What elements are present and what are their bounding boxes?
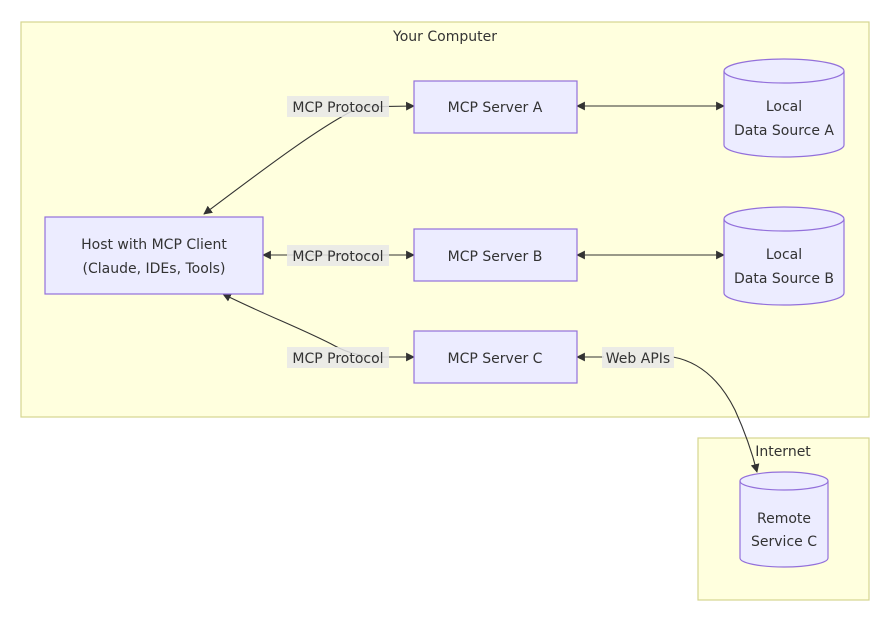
edge-label-host-server-c: MCP Protocol [292, 351, 383, 367]
node-remote-service-c-line1: Remote [757, 511, 811, 527]
node-data-source-b-line1: Local [766, 247, 802, 263]
node-server-a[interactable]: MCP Server A [413, 80, 578, 134]
node-host-label-line2: (Claude, IDEs, Tools) [83, 261, 226, 277]
node-remote-service-c[interactable]: Remote Service C [739, 471, 829, 568]
edge-label-bg [287, 347, 389, 368]
edge-label-host-server-a: MCP Protocol [292, 100, 383, 116]
node-host-label-line1: Host with MCP Client [81, 237, 227, 253]
edge-host-server-b: MCP Protocol [262, 245, 415, 266]
cluster-your-computer-title: Your Computer [392, 29, 497, 45]
node-server-a-label: MCP Server A [448, 100, 543, 116]
node-data-source-a-line1: Local [766, 99, 802, 115]
edge-label-bg [602, 347, 674, 368]
node-data-source-b-line2: Data Source B [734, 271, 834, 287]
node-host[interactable]: Host with MCP Client (Claude, IDEs, Tool… [44, 216, 264, 295]
node-server-b-label: MCP Server B [448, 249, 543, 265]
edge-label-host-server-b: MCP Protocol [292, 249, 383, 265]
edge-label-server-c-remote-c: Web APIs [606, 351, 670, 367]
node-server-c[interactable]: MCP Server C [413, 330, 578, 384]
cluster-internet-title: Internet [755, 444, 811, 460]
edge-label-bg [287, 245, 389, 266]
edge-host-server-a: MCP Protocol [203, 96, 415, 215]
edge-host-server-c: MCP Protocol [222, 293, 415, 368]
edge-label-bg [287, 96, 389, 117]
node-data-source-a[interactable]: Local Data Source A [723, 58, 845, 158]
edge-server-c-remote-c: Web APIs [577, 347, 757, 472]
node-data-source-a-line2: Data Source A [734, 123, 834, 139]
node-data-source-b[interactable]: Local Data Source B [723, 206, 845, 306]
node-remote-service-c-line2: Service C [751, 534, 817, 550]
node-server-c-label: MCP Server C [448, 351, 543, 367]
node-server-b[interactable]: MCP Server B [413, 228, 578, 282]
